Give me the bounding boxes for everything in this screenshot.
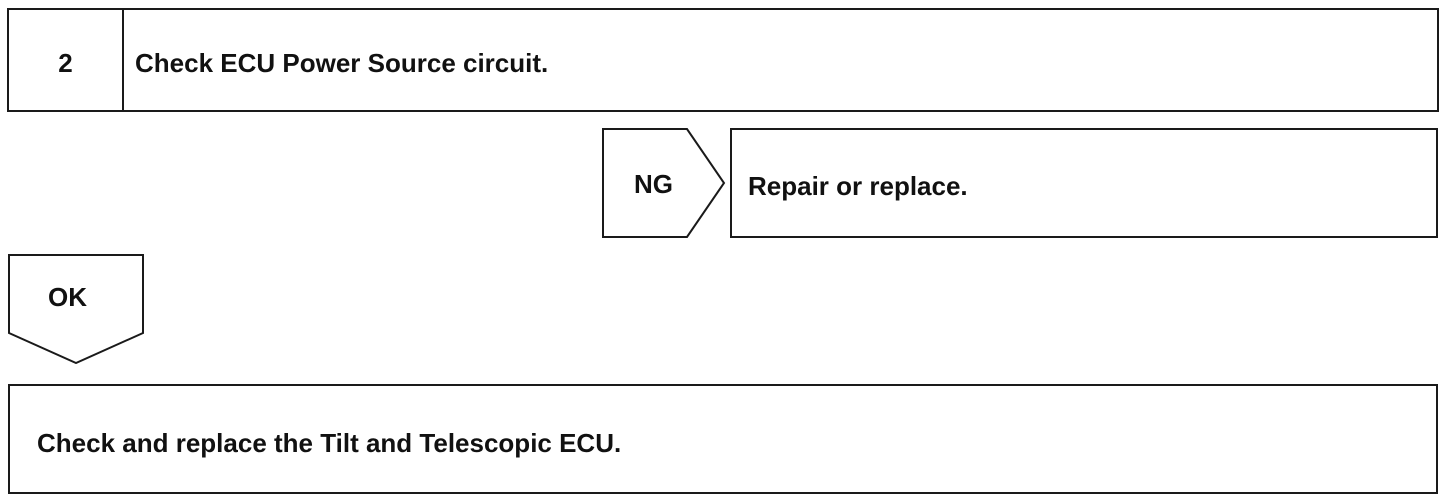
step-divider [122,10,124,110]
ng-action-text: Repair or replace. [748,171,968,201]
ng-action-box: Repair or replace. [730,128,1438,238]
step-title: Check ECU Power Source circuit. [135,48,549,78]
step-box: 2 Check ECU Power Source circuit. [7,8,1439,112]
ok-arrow-shape [8,254,144,364]
final-action-text: Check and replace the Tilt and Telescopi… [37,428,622,458]
ng-arrow-shape [602,128,726,238]
final-action-box: Check and replace the Tilt and Telescopi… [8,384,1438,494]
ok-label: OK [48,282,87,312]
step-number: 2 [58,48,73,78]
ng-label: NG [634,169,673,199]
